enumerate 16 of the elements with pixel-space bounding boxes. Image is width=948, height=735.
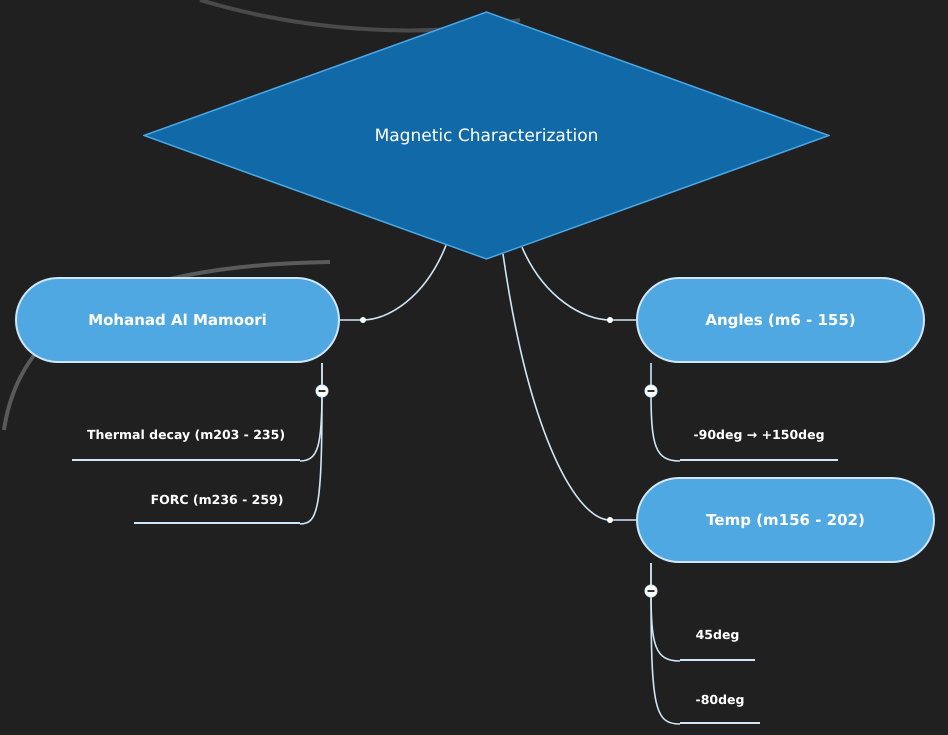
node-label: Temp (m156 - 202) bbox=[706, 511, 865, 529]
node-label: Angles (m6 - 155) bbox=[705, 311, 856, 329]
node-label: -80deg bbox=[696, 692, 744, 707]
node-label: FORC (m236 - 259) bbox=[150, 492, 284, 507]
connector-line bbox=[650, 363, 680, 462]
node-label: Magnetic Characterization bbox=[374, 126, 598, 146]
node-label: Thermal decay (m203 - 235) bbox=[86, 427, 286, 442]
decision-diamond bbox=[143, 11, 830, 260]
node-label: -90deg → +150deg bbox=[693, 427, 825, 442]
node-label: 45deg bbox=[696, 627, 740, 642]
connector-line bbox=[521, 246, 636, 321]
connector-line bbox=[340, 245, 447, 321]
node-label: Mohanad Al Mamoori bbox=[88, 311, 267, 329]
connector-line bbox=[300, 363, 323, 525]
connector-line bbox=[502, 254, 636, 521]
connector-line bbox=[650, 563, 680, 725]
